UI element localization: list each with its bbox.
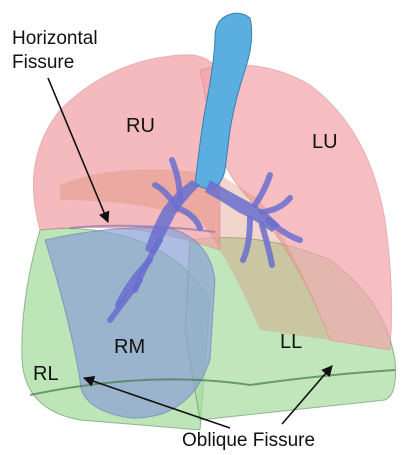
oblique-fissure-label: Oblique Fissure [182,430,315,451]
label-right-upper-lobe: RU [126,115,155,137]
label-left-upper-lobe: LU [312,131,338,153]
horizontal-fissure-label-line1: Horizontal [12,28,98,49]
label-left-lower-lobe: LL [280,331,302,353]
horizontal-fissure-label-line2: Fissure [12,52,74,73]
label-right-middle-lobe: RM [114,336,145,358]
label-right-lower-lobe: RL [33,363,59,385]
